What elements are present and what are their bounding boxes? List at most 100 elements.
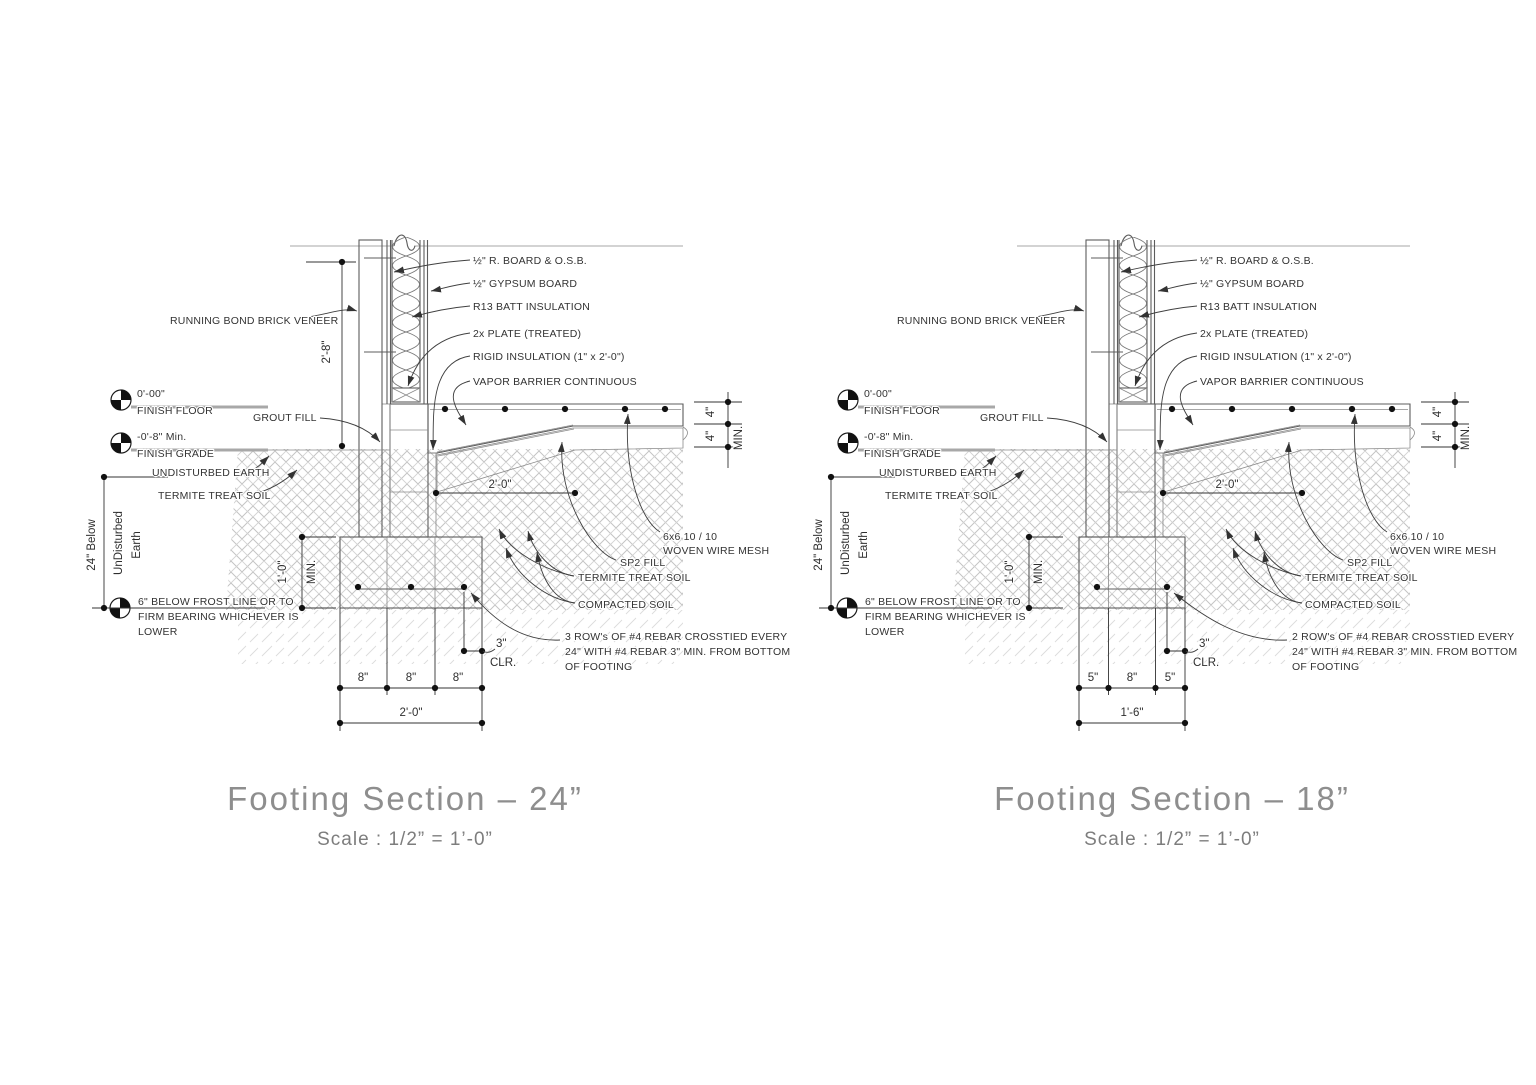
drawing-footing-section-24: ½" R. BOARD & O.S.B. ½" GYPSUM BOARD R13… bbox=[85, 254, 791, 850]
dim-wall-height: 2'-8" bbox=[321, 341, 333, 364]
finish-floor-elev: 0'-00" bbox=[137, 388, 165, 400]
finish-grade-elev: -0'-8" Min. bbox=[137, 431, 186, 443]
dim-slab-4b: 4" bbox=[1432, 431, 1444, 441]
finish-floor-datum bbox=[110, 389, 132, 411]
footing-dims bbox=[336, 592, 496, 731]
treated-plate bbox=[391, 387, 421, 403]
slab-edge-break bbox=[682, 426, 688, 441]
label-r-board: ½" R. BOARD & O.S.B. bbox=[473, 255, 587, 267]
rebar-note-1: 3 ROW's OF #4 REBAR CROSSTIED EVERY bbox=[565, 631, 787, 643]
rebar-note-1: 2 ROW's OF #4 REBAR CROSSTIED EVERY bbox=[1292, 631, 1514, 643]
finish-floor-label: FINISH FLOOR bbox=[864, 405, 940, 417]
label-compacted: COMPACTED SOIL bbox=[1305, 599, 1401, 611]
finish-grade-datum bbox=[110, 432, 132, 454]
label-mesh-2: WOVEN WIRE MESH bbox=[1390, 545, 1496, 557]
dim-edge-2-0: 2'-0" bbox=[1216, 479, 1239, 491]
label-gypsum: ½" GYPSUM BOARD bbox=[1200, 278, 1304, 290]
footing bbox=[1078, 536, 1186, 609]
dim-clr-3: 3" bbox=[496, 638, 506, 650]
label-termite-right: TERMITE TREAT SOIL bbox=[578, 572, 691, 584]
label-r-board: ½" R. BOARD & O.S.B. bbox=[1200, 255, 1314, 267]
dim-footing-height: 1'-0" bbox=[277, 561, 289, 584]
finish-floor-label: FINISH FLOOR bbox=[137, 405, 213, 417]
dim-slab-4a: 4" bbox=[705, 407, 717, 417]
drawing-scale: Scale : 1/2” = 1’-0” bbox=[317, 829, 493, 850]
frost-note-1: 6" BELOW FROST LINE OR TO bbox=[138, 596, 294, 608]
dim-slab-4a: 4" bbox=[1432, 407, 1444, 417]
dim-slab-4b: 4" bbox=[705, 431, 717, 441]
dim-24-below: 24" Below bbox=[86, 519, 98, 571]
wall-height-dim bbox=[306, 258, 356, 450]
finish-floor-elev: 0'-00" bbox=[864, 388, 892, 400]
batt-insulation bbox=[392, 237, 420, 388]
rebar-note-leader bbox=[1173, 592, 1288, 641]
rebar-note-3: OF FOOTING bbox=[565, 661, 632, 673]
frost-note-2: FIRM BEARING WHICHEVER IS bbox=[138, 611, 299, 623]
finish-grade-elev: -0'-8" Min. bbox=[864, 431, 913, 443]
dim-clr-label: CLR. bbox=[1193, 657, 1219, 669]
label-mesh-1: 6x6 10 / 10 bbox=[663, 531, 717, 543]
label-batt: R13 BATT INSULATION bbox=[473, 301, 590, 313]
rebar-note-2: 24" WITH #4 REBAR 3" MIN. FROM BOTTOM bbox=[565, 646, 790, 658]
dim-slab-min: MIN. bbox=[1460, 426, 1472, 450]
label-sp2: SP2 FILL bbox=[620, 557, 665, 569]
leader-lines bbox=[249, 259, 661, 604]
label-undisturbed: UNDISTURBED EARTH bbox=[879, 467, 997, 479]
dim-footing-height: 1'-0" bbox=[1004, 561, 1016, 584]
dim-w2: 8" bbox=[1127, 672, 1137, 684]
drawing-scale: Scale : 1/2” = 1’-0” bbox=[1084, 829, 1260, 850]
label-grout-fill: GROUT FILL bbox=[253, 412, 317, 424]
frost-note-2: FIRM BEARING WHICHEVER IS bbox=[865, 611, 1026, 623]
label-mesh-1: 6x6 10 / 10 bbox=[1390, 531, 1444, 543]
dim-footing-min: MIN. bbox=[306, 560, 318, 584]
footing-dims bbox=[1075, 592, 1199, 731]
label-vapor: VAPOR BARRIER CONTINUOUS bbox=[1200, 376, 1364, 388]
dim-edge-2-0: 2'-0" bbox=[489, 479, 512, 491]
dim-slab-min: MIN. bbox=[733, 426, 745, 450]
label-gypsum: ½" GYPSUM BOARD bbox=[473, 278, 577, 290]
dim-clr-3: 3" bbox=[1199, 638, 1209, 650]
label-termite-left: TERMITE TREAT SOIL bbox=[885, 490, 998, 502]
finish-grade-label: FINISH GRADE bbox=[137, 448, 214, 460]
label-rigid: RIGID INSULATION (1" x 2'-0") bbox=[1200, 351, 1352, 363]
rebar-note-leader bbox=[470, 592, 561, 641]
frost-note-3: LOWER bbox=[865, 626, 905, 638]
dim-w3: 8" bbox=[453, 672, 463, 684]
dim-w2: 8" bbox=[406, 672, 416, 684]
frost-note-1: 6" BELOW FROST LINE OR TO bbox=[865, 596, 1021, 608]
label-termite-left: TERMITE TREAT SOIL bbox=[158, 490, 271, 502]
dim-undisturbed: UnDisturbed bbox=[113, 511, 125, 575]
earth-hatch-light bbox=[238, 610, 683, 664]
label-undisturbed: UNDISTURBED EARTH bbox=[152, 467, 270, 479]
label-brick-veneer: RUNNING BOND BRICK VENEER bbox=[897, 315, 1066, 327]
dim-footing-min: MIN. bbox=[1033, 560, 1045, 584]
label-vapor: VAPOR BARRIER CONTINUOUS bbox=[473, 376, 637, 388]
label-rigid: RIGID INSULATION (1" x 2'-0") bbox=[473, 351, 625, 363]
label-brick-veneer: RUNNING BOND BRICK VENEER bbox=[170, 315, 339, 327]
footing bbox=[339, 536, 483, 609]
dim-undisturbed: UnDisturbed bbox=[840, 511, 852, 575]
dim-w1: 5" bbox=[1088, 672, 1098, 684]
dim-w3: 5" bbox=[1165, 672, 1175, 684]
label-compacted: COMPACTED SOIL bbox=[578, 599, 674, 611]
finish-grade-label: FINISH GRADE bbox=[864, 448, 941, 460]
label-grout-fill: GROUT FILL bbox=[980, 412, 1044, 424]
label-termite-right: TERMITE TREAT SOIL bbox=[1305, 572, 1418, 584]
dim-total-width: 2'-0" bbox=[400, 707, 423, 719]
label-sp2: SP2 FILL bbox=[1347, 557, 1392, 569]
dim-earth: Earth bbox=[858, 531, 870, 559]
wall-ties bbox=[364, 257, 396, 353]
label-plate: 2x PLATE (TREATED) bbox=[1200, 328, 1308, 340]
dim-total-width: 1'-6" bbox=[1121, 707, 1144, 719]
drawing-footing-section-18: ½" R. BOARD & O.S.B. ½" GYPSUM BOARD R13… bbox=[812, 235, 1518, 850]
drawing-title: Footing Section – 24” bbox=[227, 780, 583, 817]
drawing-title: Footing Section – 18” bbox=[994, 780, 1350, 817]
rebar-note-2: 24" WITH #4 REBAR 3" MIN. FROM BOTTOM bbox=[1292, 646, 1517, 658]
label-plate: 2x PLATE (TREATED) bbox=[473, 328, 581, 340]
rebar-note-3: OF FOOTING bbox=[1292, 661, 1359, 673]
dim-24-below: 24" Below bbox=[813, 519, 825, 571]
earth-hatch bbox=[226, 449, 683, 610]
frost-note-3: LOWER bbox=[138, 626, 178, 638]
